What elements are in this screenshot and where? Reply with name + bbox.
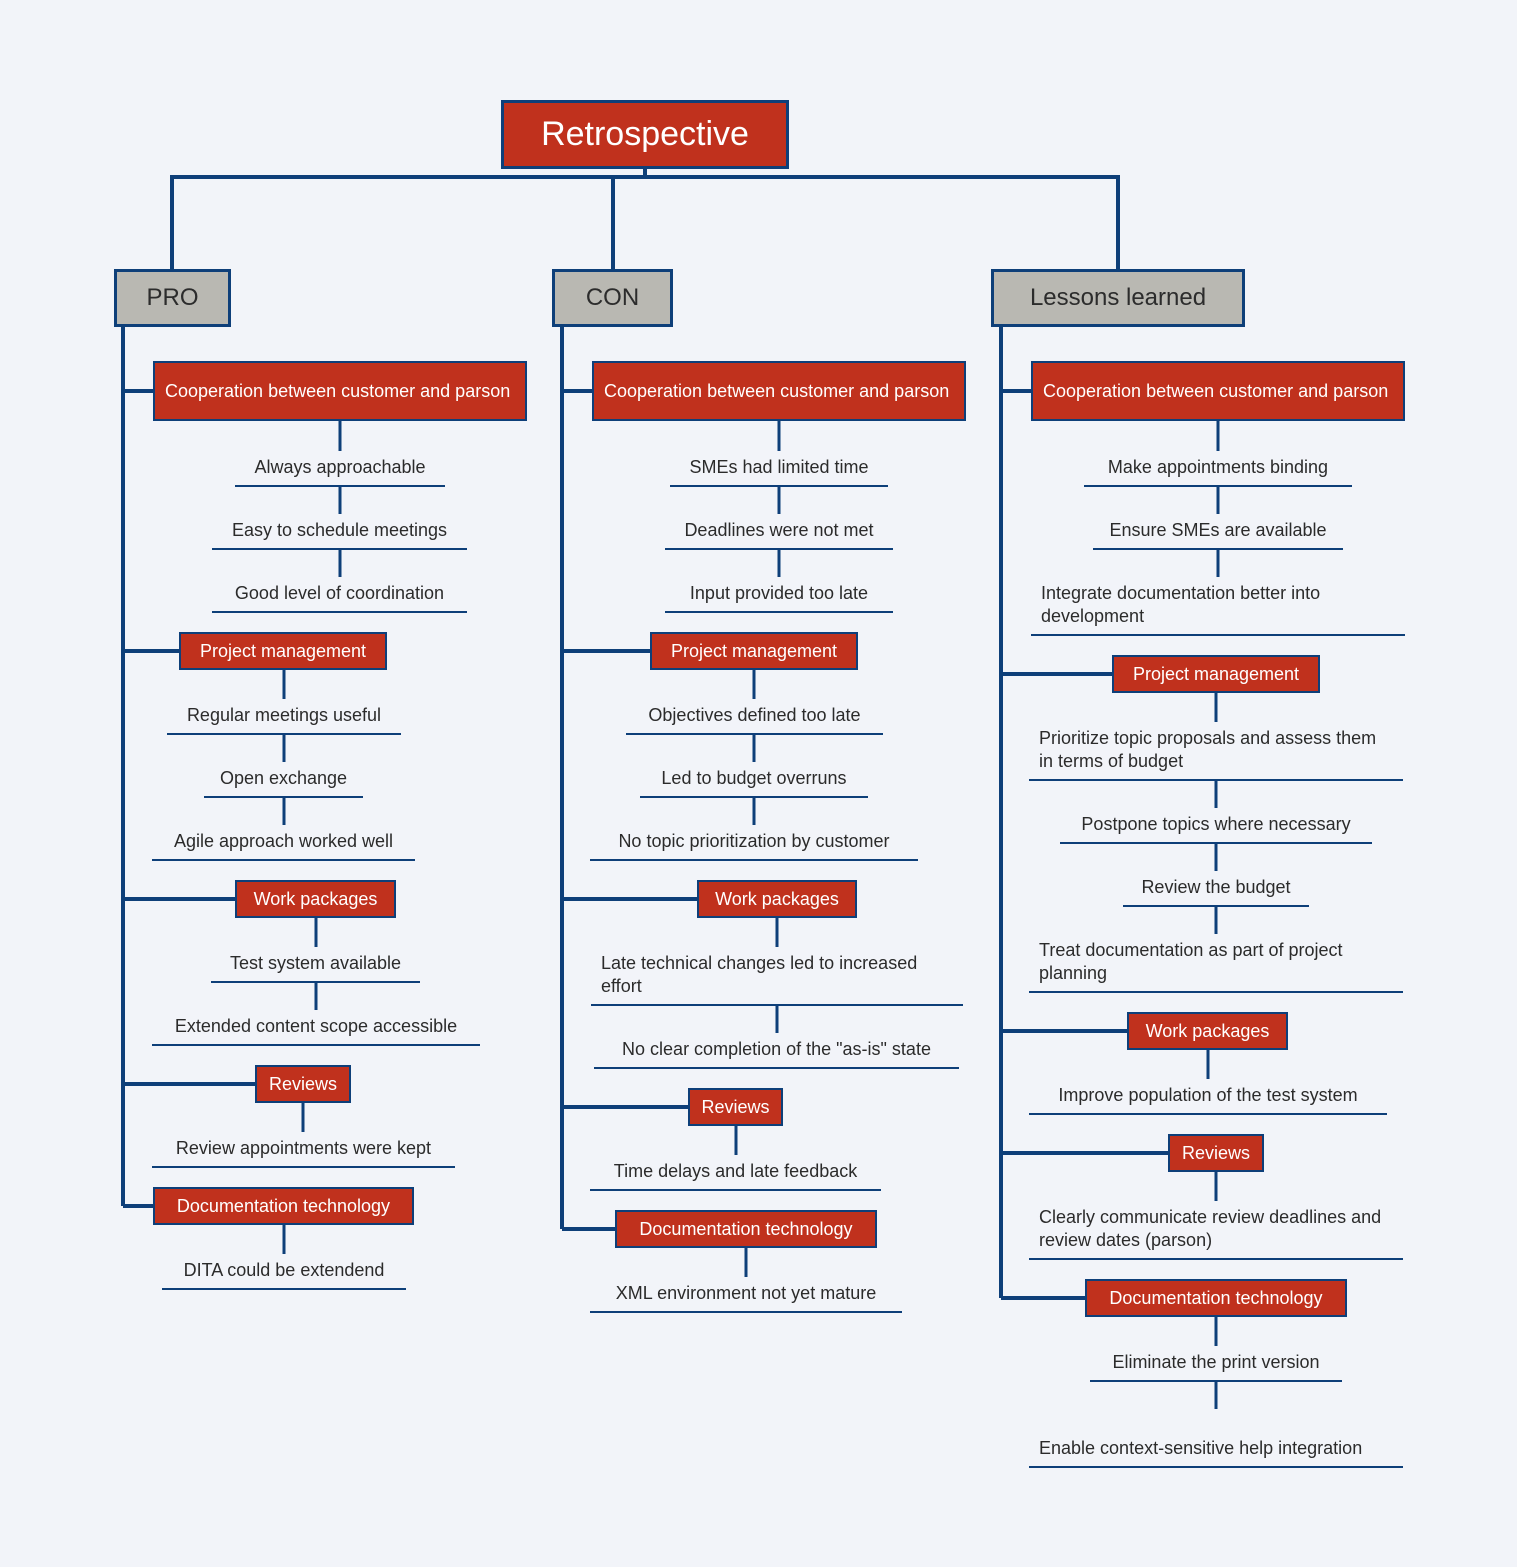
lessons-item-improve-test-system[interactable]: Improve population of the test system	[1029, 1079, 1387, 1115]
root-connector	[170, 168, 1120, 270]
con-item-budget-overruns[interactable]: Led to budget overruns	[640, 762, 868, 798]
con-topic-cooperation[interactable]: Cooperation between customer and parson	[592, 361, 966, 421]
pro-topic-work-packages[interactable]: Work packages	[235, 880, 396, 918]
lessons-item-review-budget[interactable]: Review the budget	[1123, 871, 1309, 907]
pro-topic-project-management[interactable]: Project management	[179, 632, 387, 670]
con-spine	[560, 326, 698, 1231]
pro-item-test-system[interactable]: Test system available	[211, 947, 420, 983]
lessons-item-eliminate-print[interactable]: Eliminate the print version	[1090, 1346, 1342, 1382]
con-topic-reviews[interactable]: Reviews	[688, 1088, 783, 1126]
lessons-item-integrate-documentation[interactable]: Integrate documentation better into deve…	[1031, 577, 1405, 636]
con-item-smes-limited-time[interactable]: SMEs had limited time	[670, 451, 888, 487]
lessons-topic-documentation-technology[interactable]: Documentation technology	[1085, 1279, 1347, 1317]
pro-item-dita[interactable]: DITA could be extendend	[162, 1254, 406, 1290]
lessons-spine	[999, 326, 1170, 1300]
pro-topic-reviews[interactable]: Reviews	[255, 1065, 351, 1103]
lessons-item-binding-appointments[interactable]: Make appointments binding	[1084, 451, 1352, 487]
column-header-pro[interactable]: PRO	[114, 269, 231, 327]
column-header-con[interactable]: CON	[552, 269, 673, 327]
con-item-objectives-too-late[interactable]: Objectives defined too late	[626, 699, 883, 735]
column-header-lessons-learned[interactable]: Lessons learned	[991, 269, 1245, 327]
con-topic-work-packages[interactable]: Work packages	[697, 880, 857, 918]
pro-spine	[121, 326, 256, 1208]
con-topic-project-management[interactable]: Project management	[650, 632, 858, 670]
con-item-no-prioritization[interactable]: No topic prioritization by customer	[590, 825, 918, 861]
root-node[interactable]: Retrospective	[501, 100, 789, 169]
pro-item-review-appointments[interactable]: Review appointments were kept	[152, 1132, 455, 1168]
con-item-time-delays[interactable]: Time delays and late feedback	[590, 1155, 881, 1191]
pro-item-regular-meetings[interactable]: Regular meetings useful	[167, 699, 401, 735]
lessons-topic-work-packages[interactable]: Work packages	[1127, 1012, 1288, 1050]
lessons-topic-cooperation[interactable]: Cooperation between customer and parson	[1031, 361, 1405, 421]
con-item-deadlines-not-met[interactable]: Deadlines were not met	[665, 514, 893, 550]
pro-item-easy-to-schedule[interactable]: Easy to schedule meetings	[212, 514, 467, 550]
pro-item-extended-scope[interactable]: Extended content scope accessible	[152, 1010, 480, 1046]
pro-item-open-exchange[interactable]: Open exchange	[204, 762, 363, 798]
con-item-no-clear-completion[interactable]: No clear completion of the "as-is" state	[594, 1033, 959, 1069]
pro-topic-cooperation[interactable]: Cooperation between customer and parson	[153, 361, 527, 421]
con-item-late-technical-changes[interactable]: Late technical changes led to increased …	[591, 947, 963, 1006]
pro-item-good-coordination[interactable]: Good level of coordination	[212, 577, 467, 613]
lessons-item-prioritize-topics[interactable]: Prioritize topic proposals and assess th…	[1029, 722, 1403, 781]
pro-item-agile-approach[interactable]: Agile approach worked well	[152, 825, 415, 861]
pro-topic-documentation-technology[interactable]: Documentation technology	[153, 1187, 414, 1225]
con-topic-documentation-technology[interactable]: Documentation technology	[615, 1210, 877, 1248]
con-item-input-too-late[interactable]: Input provided too late	[665, 577, 893, 613]
lessons-item-postpone-topics[interactable]: Postpone topics where necessary	[1060, 808, 1372, 844]
lessons-item-treat-documentation[interactable]: Treat documentation as part of project p…	[1029, 934, 1403, 993]
con-item-xml-environment[interactable]: XML environment not yet mature	[590, 1277, 902, 1313]
lessons-item-communicate-deadlines[interactable]: Clearly communicate review deadlines and…	[1029, 1201, 1403, 1260]
lessons-topic-reviews[interactable]: Reviews	[1168, 1134, 1264, 1172]
lessons-topic-project-management[interactable]: Project management	[1112, 655, 1320, 693]
lessons-item-context-sensitive-help[interactable]: Enable context-sensitive help integratio…	[1029, 1409, 1403, 1468]
pro-item-always-approachable[interactable]: Always approachable	[235, 451, 445, 487]
lessons-item-smes-available[interactable]: Ensure SMEs are available	[1093, 514, 1343, 550]
